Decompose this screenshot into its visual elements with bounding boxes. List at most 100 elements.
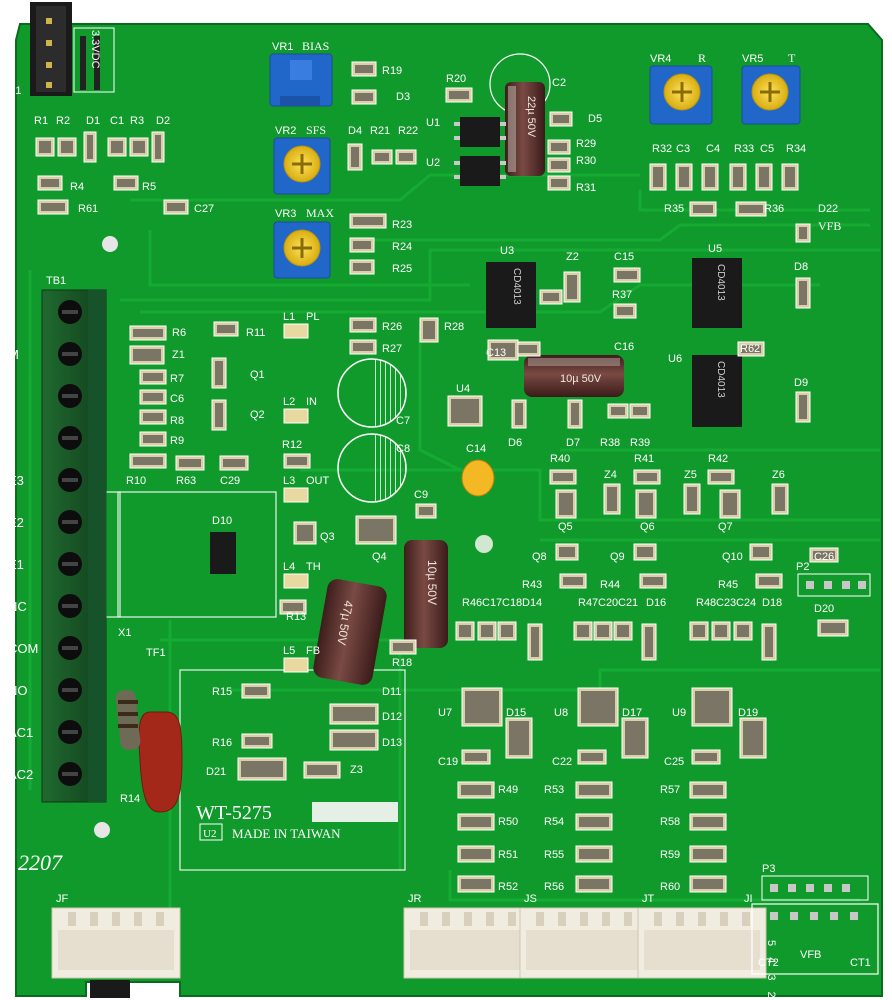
smd-body xyxy=(39,141,51,153)
vr3-label: MAX xyxy=(306,206,334,220)
part-ref-label: R25 xyxy=(392,263,412,275)
capacitor-10uf: 10µ 50V xyxy=(404,540,448,648)
part-ref-label: R56 xyxy=(544,881,564,893)
smd-body xyxy=(611,407,625,415)
tf1-label: TF1 xyxy=(146,647,166,659)
part-ref-label: C21 xyxy=(618,597,638,609)
ic-u2 xyxy=(454,156,506,186)
smd-body xyxy=(287,457,307,465)
smd-body xyxy=(625,721,645,755)
smd-body xyxy=(223,459,245,467)
smd-body xyxy=(579,817,609,827)
part-ref-label: C20 xyxy=(598,597,618,609)
ji-middle-label: VFB xyxy=(800,949,821,961)
smd-body xyxy=(579,849,609,859)
part-ref-label: R21 xyxy=(370,125,390,137)
capacitor-c14 xyxy=(461,459,495,497)
connector-socket xyxy=(58,930,174,970)
smd-body xyxy=(693,205,713,213)
part-ref-label: R57 xyxy=(660,784,680,796)
smd-body xyxy=(461,817,491,827)
smd-body xyxy=(117,179,135,187)
header-ji: JI 5 4 3 2 1 CT2 VFB CT1 xyxy=(744,893,879,1000)
part-ref-label: R54 xyxy=(544,816,564,828)
smd-body xyxy=(133,141,145,153)
part-ref-label: C9 xyxy=(414,489,428,501)
part-ref-label: U2 xyxy=(426,157,440,169)
origin-prefix: U2 xyxy=(203,828,216,840)
part-ref-label: U3 xyxy=(500,245,514,257)
smd-body xyxy=(215,361,223,385)
part-ref-label: Q4 xyxy=(372,551,387,563)
part-ref-label: D8 xyxy=(794,261,808,273)
part-ref-label: R62 xyxy=(740,343,760,355)
terminal-pin-label: AC1 xyxy=(8,725,33,740)
smd-body xyxy=(597,625,609,637)
screw-slot xyxy=(62,310,78,314)
smd-body xyxy=(155,135,161,159)
part-ref-label: R46 xyxy=(462,597,482,609)
part-ref-label: R26 xyxy=(382,321,402,333)
smd-body xyxy=(217,325,235,333)
smd-body xyxy=(705,167,715,187)
connector-pin xyxy=(624,912,632,926)
smd-body xyxy=(355,65,373,73)
tb1-ref: TB1 xyxy=(46,275,66,287)
smd-body xyxy=(553,473,573,481)
smd-body xyxy=(359,519,393,541)
capacitor-c16: 10µ 50V xyxy=(524,355,624,397)
connector-pin xyxy=(558,912,566,926)
part-ref-label: C24 xyxy=(736,597,756,609)
smd-body xyxy=(353,241,371,249)
smd-body xyxy=(461,849,491,859)
part-ref-label: R8 xyxy=(170,415,184,427)
smd-body xyxy=(695,753,717,761)
terminal-pin-label: COM xyxy=(8,641,38,656)
ic-u6: CD4013 xyxy=(692,355,742,427)
smd-components xyxy=(35,61,849,893)
part-ref-label: R44 xyxy=(600,579,620,591)
trimpot-vr5: VR5 T xyxy=(741,51,801,125)
vr4-ref: VR4 xyxy=(650,53,671,65)
part-ref-label: R45 xyxy=(718,579,738,591)
p1-ref: P1 xyxy=(8,85,21,97)
smd-body xyxy=(637,473,657,481)
smd-body xyxy=(695,691,729,723)
part-ref-label: C22 xyxy=(552,756,572,768)
led-label: TH xyxy=(306,561,321,573)
part-ref-label: U1 xyxy=(426,117,440,129)
smd-body xyxy=(353,217,383,225)
part-ref-label: C8 xyxy=(396,443,410,455)
part-ref-label: R22 xyxy=(398,125,418,137)
smd-body xyxy=(785,167,795,187)
smd-body xyxy=(653,167,663,187)
smd-body xyxy=(775,487,785,511)
part-ref-label: R43 xyxy=(522,579,542,591)
vr1-label: BIAS xyxy=(302,39,329,53)
screw-slot xyxy=(62,478,78,482)
part-ref-label: R27 xyxy=(382,343,402,355)
led-label: FB xyxy=(306,645,320,657)
vr2-ref: VR2 xyxy=(275,125,296,137)
part-ref-label: R10 xyxy=(126,475,146,487)
part-ref-label: D12 xyxy=(382,711,402,723)
capacitor-c8-footprint xyxy=(337,433,407,503)
smd-body xyxy=(579,879,609,889)
led-label: OUT xyxy=(306,475,330,487)
part-ref-label: C2 xyxy=(552,77,566,89)
part-ref-label: R31 xyxy=(576,182,596,194)
smd-body xyxy=(531,627,539,657)
smd-body xyxy=(111,141,123,153)
part-ref-label: U9 xyxy=(672,707,686,719)
led xyxy=(283,323,309,339)
part-ref-label: Q1 xyxy=(250,369,265,381)
capacitor-c2: 22µ 50V xyxy=(489,53,551,176)
smd-body xyxy=(87,135,93,159)
part-ref-label: R15 xyxy=(212,686,232,698)
terminal-pin-label: + xyxy=(8,389,16,404)
part-ref-label: R40 xyxy=(550,453,570,465)
trimpot-vr3: VR3 MAX xyxy=(273,206,334,279)
connector-pin xyxy=(112,912,120,926)
